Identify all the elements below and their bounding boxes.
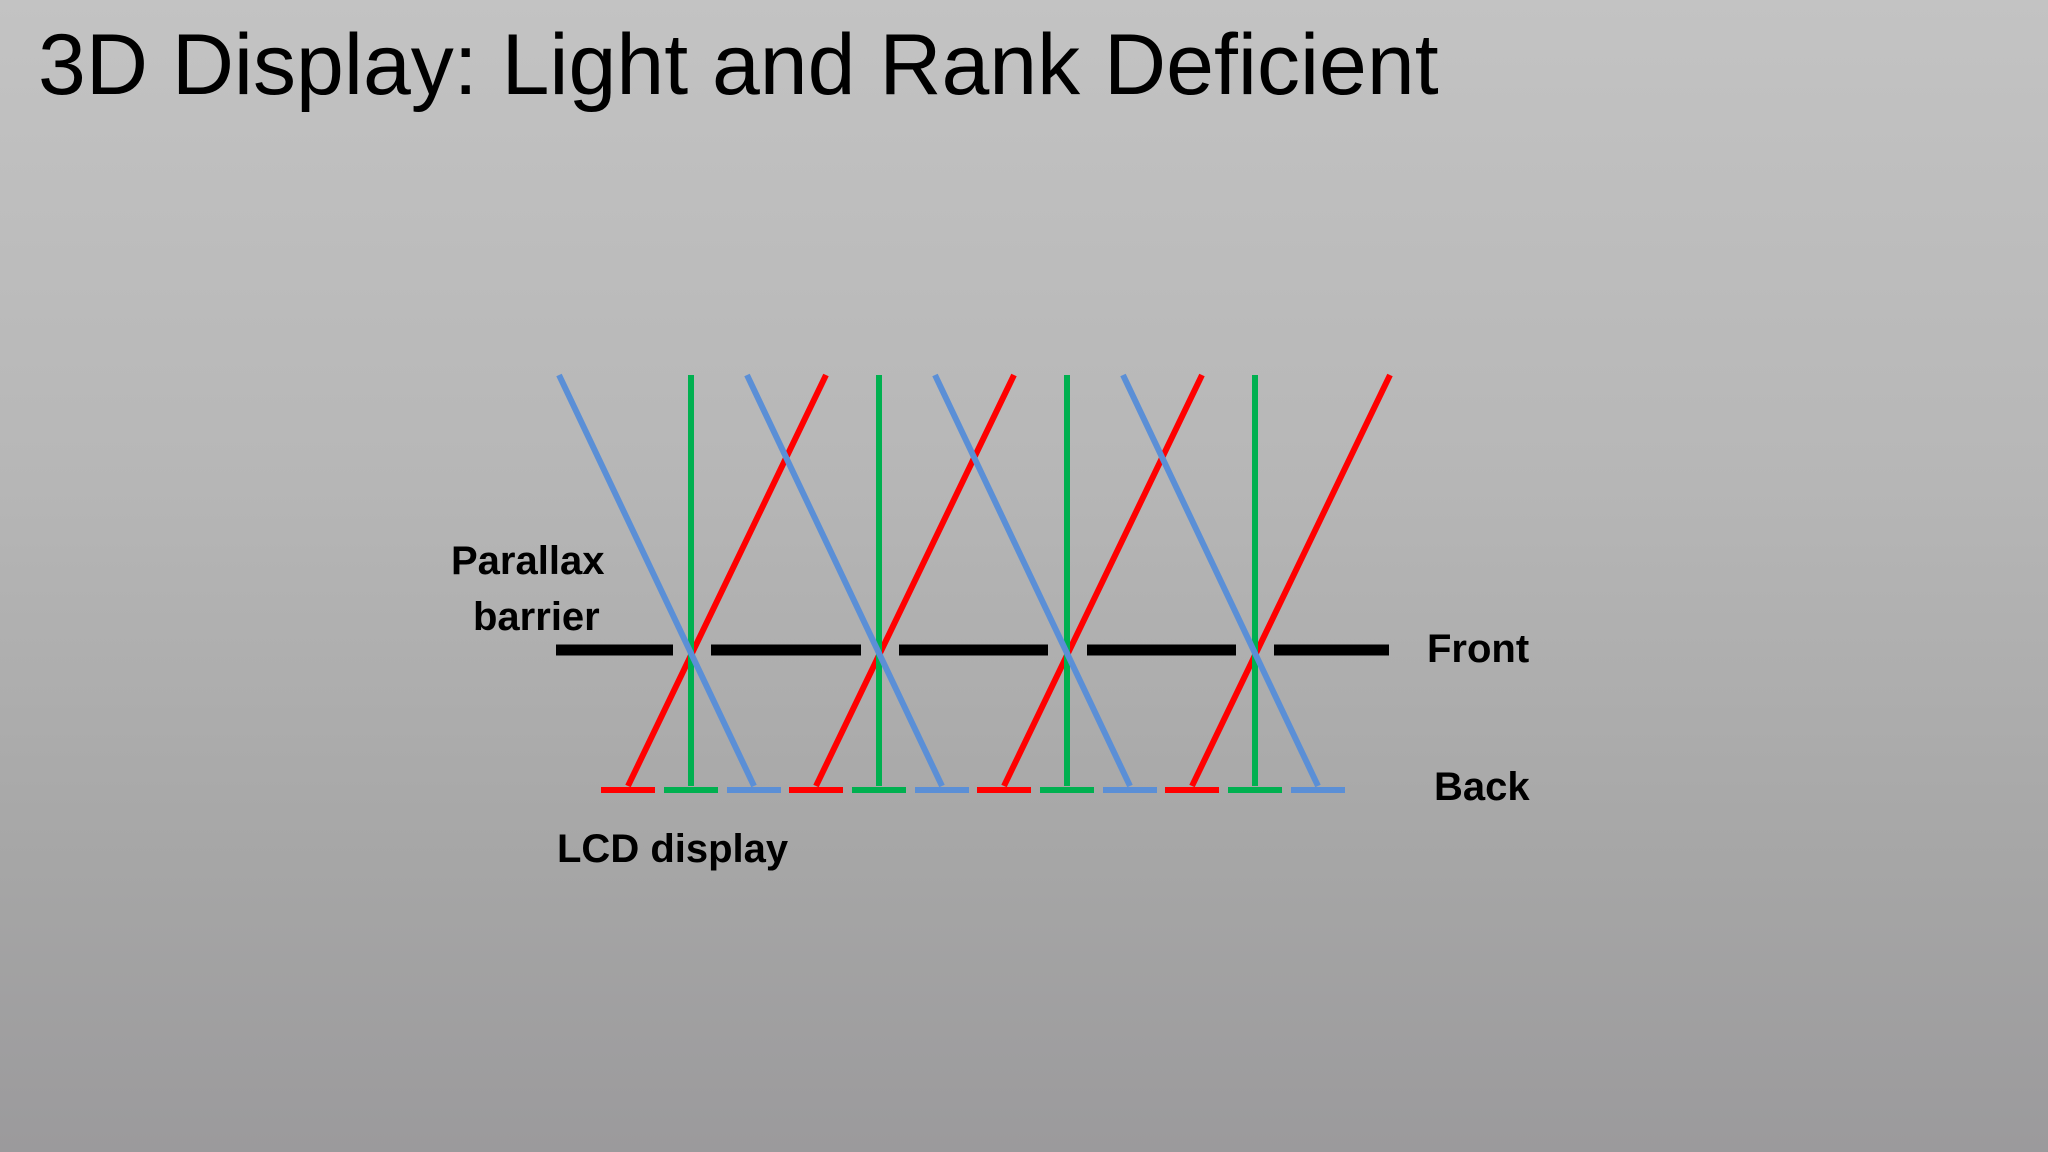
red-light-ray (813, 373, 1017, 788)
parallax-barrier-label-line2: barrier (473, 595, 600, 639)
light-rays (556, 373, 1393, 788)
back-label: Back (1434, 765, 1530, 809)
blue-light-ray (556, 373, 757, 788)
blue-light-ray (1120, 373, 1321, 788)
red-light-ray (625, 373, 829, 788)
blue-light-ray (744, 373, 945, 788)
red-light-ray (1001, 373, 1205, 788)
slide-title: 3D Display: Light and Rank Deficient (38, 17, 1439, 113)
front-label: Front (1427, 627, 1529, 671)
lcd-display-label: LCD display (557, 827, 789, 871)
blue-light-ray (932, 373, 1133, 788)
red-light-ray (1189, 373, 1393, 788)
parallax-barrier-label-line1: Parallax (451, 539, 604, 583)
